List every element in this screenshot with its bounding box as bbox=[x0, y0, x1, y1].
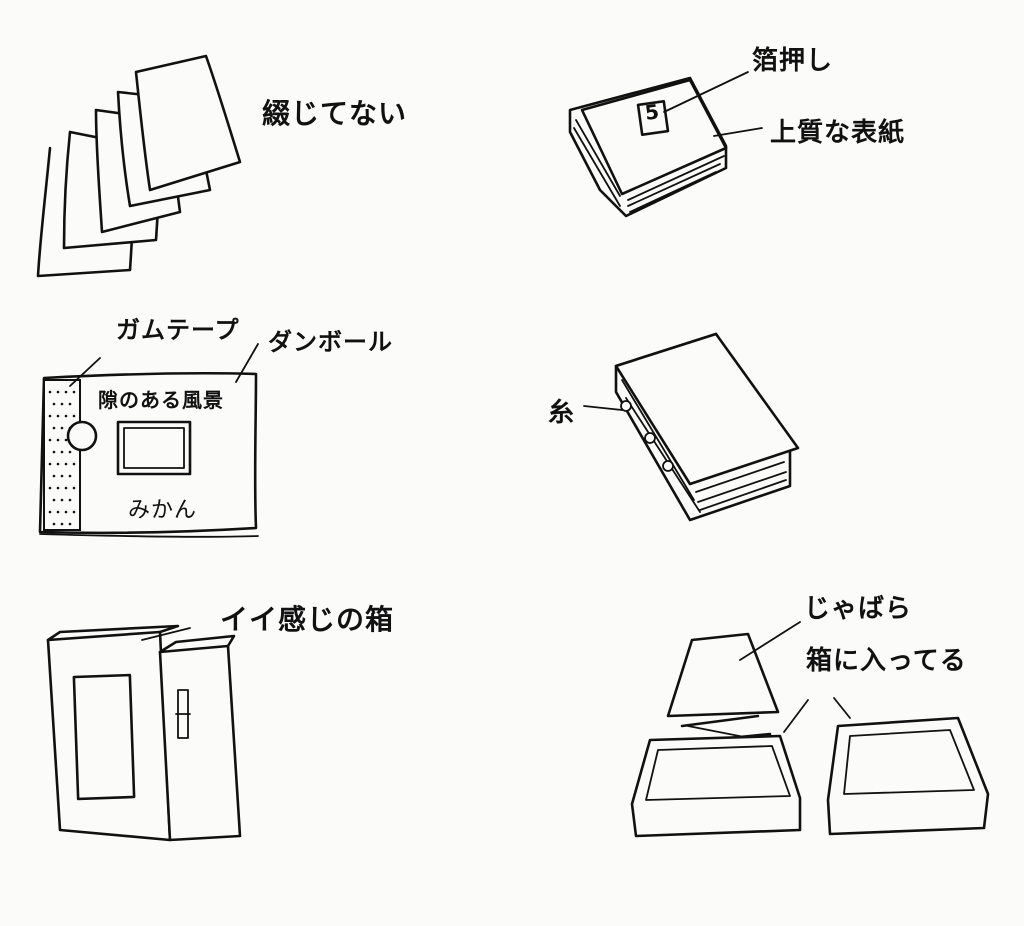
accordion-label: じゃばら bbox=[804, 594, 913, 624]
cardboard-box-drawing bbox=[38, 343, 259, 538]
hardcover-book-drawing bbox=[568, 71, 763, 218]
cover-quality-label: 上質な表紙 bbox=[770, 118, 906, 148]
nice-box-drawing bbox=[46, 624, 242, 842]
cover-number: 5 bbox=[643, 99, 662, 125]
foil-stamp-label: 箔押し bbox=[752, 46, 834, 76]
accordion-box-drawing bbox=[630, 621, 990, 838]
box-title-text: 隙のある風景 bbox=[98, 388, 224, 412]
cardboard-label: ダンボール bbox=[268, 328, 393, 356]
loose-pages-label: 綴じてない bbox=[262, 97, 408, 130]
tape-label: ガムテープ bbox=[116, 316, 240, 344]
sewn-book-drawing bbox=[583, 332, 800, 522]
loose-pages-drawing bbox=[36, 54, 242, 278]
thread-label: 糸 bbox=[548, 398, 576, 428]
box-print-text: みかん bbox=[128, 498, 198, 523]
in-box-label: 箱に入ってる bbox=[806, 646, 967, 676]
nice-box-label: イイ感じの箱 bbox=[220, 603, 395, 636]
